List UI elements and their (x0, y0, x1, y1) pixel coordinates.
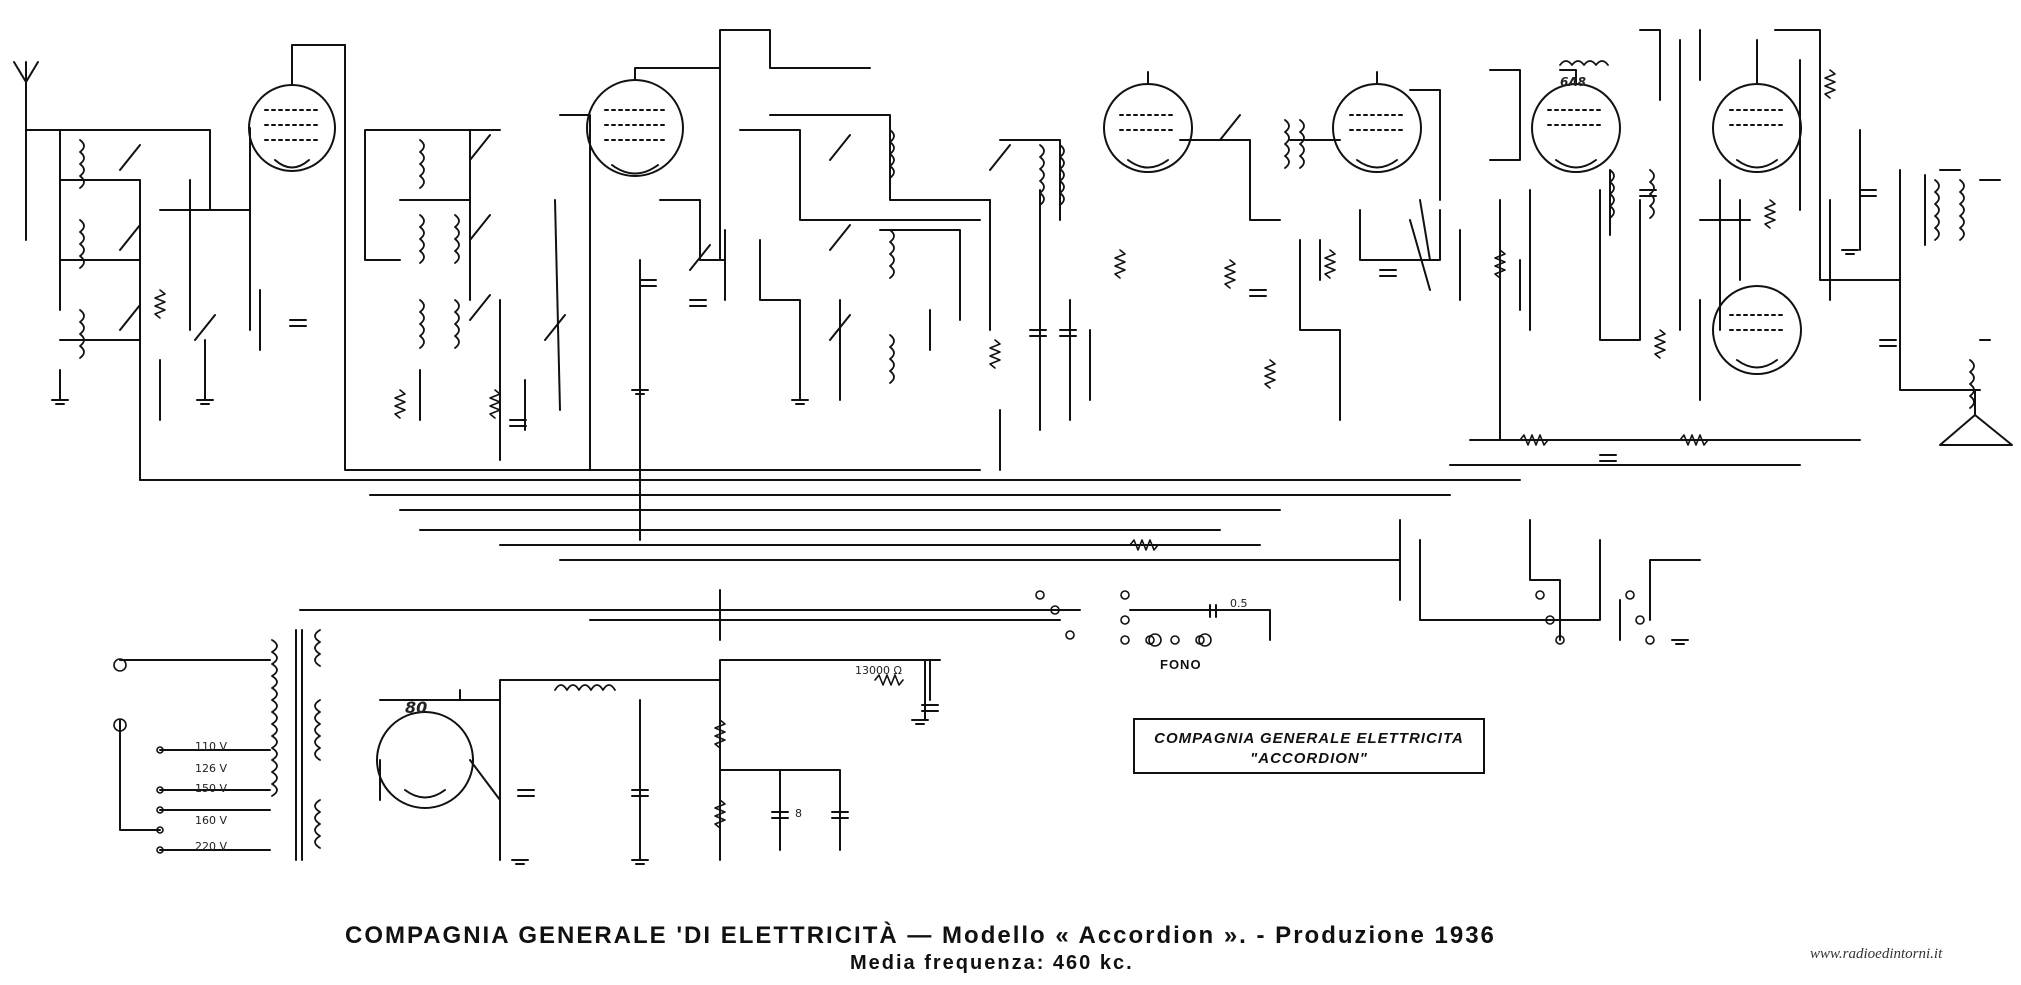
resistors (154, 69, 1836, 829)
caption-line1: COMPAGNIA GENERALE 'DI ELETTRICITÀ — Mod… (345, 922, 1496, 949)
coils (79, 60, 1975, 849)
voltage-tap-126: 126 V (195, 762, 228, 775)
capacitor-8-label: 8 (795, 807, 802, 820)
transformer-core (295, 169, 1926, 861)
title-box: COMPAGNIA GENERALE ELETTRICITA "ACCORDIO… (1133, 718, 1485, 774)
fono-input-label: FONO (1160, 657, 1202, 672)
antenna-symbol (13, 61, 39, 241)
voltage-tap-160: 160 V (195, 814, 228, 827)
switch-contacts (113, 590, 1655, 854)
caption-line2: Media frequenza: 460 kc. (850, 952, 1134, 974)
resistor-13000-label: 13000 Ω (855, 664, 902, 677)
tube-label-rectifier: 80 (405, 698, 428, 717)
voltage-tap-110: 110 V (195, 740, 228, 753)
voltage-tap-220: 220 V (195, 840, 228, 853)
watermark-url: www.radioedintorni.it (1810, 946, 1943, 962)
voltage-tap-150: 150 V (195, 782, 228, 795)
title-box-line2: "ACCORDION" (1250, 750, 1368, 767)
speaker-symbol (1939, 389, 2013, 446)
capacitor-05-label: 0.5 (1230, 597, 1248, 610)
tube-label-audio: 6A8 (1560, 75, 1586, 89)
ground-symbols (51, 249, 1859, 865)
title-box-line1: COMPAGNIA GENERALE ELETTRICITA (1154, 730, 1464, 747)
tube-envelopes (248, 39, 1802, 809)
capacitors (119, 114, 1897, 819)
wiring (25, 29, 2001, 861)
